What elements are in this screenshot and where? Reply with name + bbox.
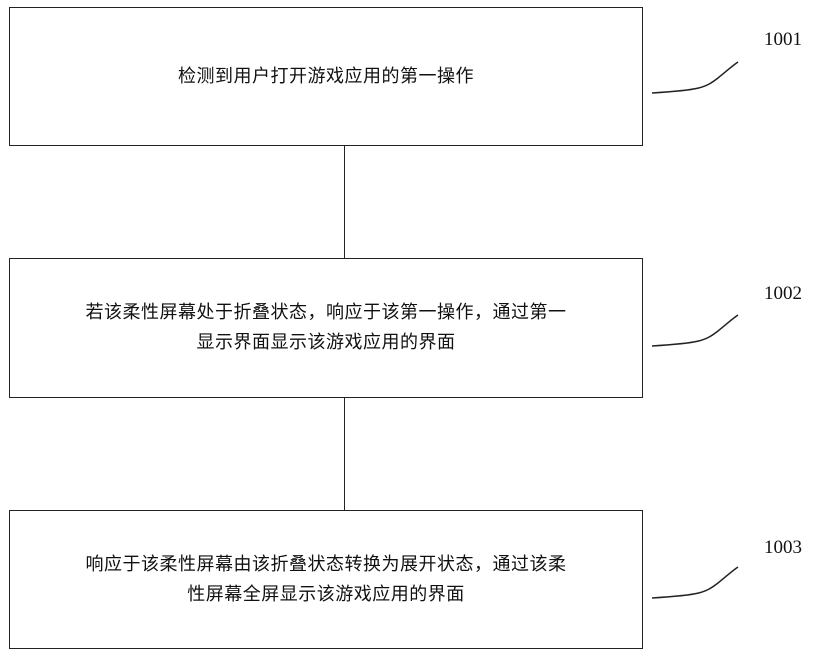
step-1003-line-1: 响应于该柔性屏幕由该折叠状态转换为展开状态，通过该柔 bbox=[85, 553, 567, 575]
step-1003-line-2: 性屏幕全屏显示该游戏应用的界面 bbox=[187, 583, 465, 605]
step-1002-text: 若该柔性屏幕处于折叠状态，响应于该第一操作，通过第一 显示界面显示该游戏应用的界… bbox=[26, 298, 626, 358]
connector-1002-1003 bbox=[344, 398, 345, 510]
reference-label-1003: 1003 bbox=[764, 537, 802, 558]
reference-label-1001: 1001 bbox=[764, 29, 802, 50]
flow-step-1003: 响应于该柔性屏幕由该折叠状态转换为展开状态，通过该柔 性屏幕全屏显示该游戏应用的… bbox=[9, 510, 643, 649]
step-1002-line-2: 显示界面显示该游戏应用的界面 bbox=[196, 332, 456, 353]
leader-line-1003 bbox=[651, 566, 739, 599]
step-1003-text: 响应于该柔性屏幕由该折叠状态转换为展开状态，通过该柔 性屏幕全屏显示该游戏应用的… bbox=[26, 550, 626, 610]
flow-step-1001: 检测到用户打开游戏应用的第一操作 bbox=[9, 7, 643, 146]
step-1001-text: 检测到用户打开游戏应用的第一操作 bbox=[178, 65, 474, 87]
flow-step-1002: 若该柔性屏幕处于折叠状态，响应于该第一操作，通过第一 显示界面显示该游戏应用的界… bbox=[9, 258, 643, 398]
leader-line-1002 bbox=[651, 314, 739, 347]
leader-line-1001 bbox=[651, 61, 739, 94]
reference-label-1002: 1002 bbox=[764, 283, 802, 304]
step-1002-line-1: 若该柔性屏幕处于折叠状态，响应于该第一操作，通过第一 bbox=[85, 302, 567, 323]
connector-1001-1002 bbox=[344, 146, 345, 258]
